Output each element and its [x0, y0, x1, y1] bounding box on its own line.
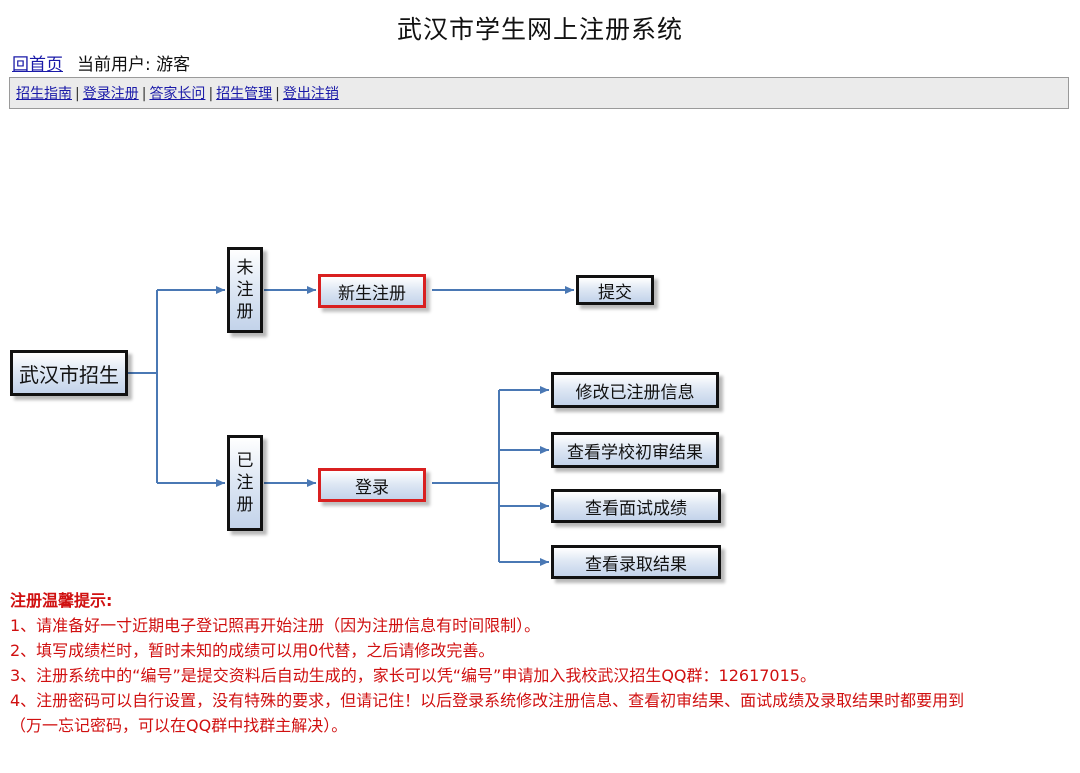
tip-line: （万一忘记密码，可以在QQ群中找群主解决）。: [10, 716, 348, 735]
nav-link-admission-guide[interactable]: 招生指南: [16, 86, 72, 102]
node-view-admission-result: 查看录取结果: [551, 545, 721, 579]
page-title: 武汉市学生网上注册系统: [396, 15, 683, 44]
tip-line: 2、填写成绩栏时，暂时未知的成绩可以用0代替，之后请修改完善。: [10, 641, 495, 660]
node-label: 新生注册: [338, 283, 406, 304]
node-new-register: 新生注册: [318, 274, 426, 308]
node-submit: 提交: [576, 275, 654, 305]
tip-line: 1、请准备好一寸近期电子登记照再开始注册（因为注册信息有时间限制）。: [10, 616, 541, 635]
node-label: 登录: [355, 477, 389, 498]
node-label: 提交: [598, 282, 632, 303]
node-label: 武汉市招生: [19, 362, 119, 387]
node-label: 查看学校初审结果: [567, 442, 703, 463]
home-link[interactable]: 回首页: [12, 55, 63, 75]
nav-link-parent-faq[interactable]: 答家长问: [149, 86, 206, 102]
node-label: 已注册: [236, 451, 254, 515]
tips-title: 注册温馨提示:: [10, 591, 113, 610]
node-registered: 已注册: [227, 435, 263, 531]
node-view-initial-review: 查看学校初审结果: [551, 432, 719, 468]
nav-link-logout[interactable]: 登出注销: [282, 86, 339, 102]
nav-separator: |: [75, 86, 80, 102]
node-unregistered: 未注册: [227, 247, 263, 333]
flow-connectors: [128, 286, 574, 566]
nav-link-login-register[interactable]: 登录注册: [82, 86, 139, 102]
tip-line: 3、注册系统中的“编号”是提交资料后自动生成的，家长可以凭“编号”申请加入我校武…: [10, 666, 816, 685]
node-wuhan-admission: 武汉市招生: [10, 350, 128, 396]
registration-tips: 注册温馨提示: 1、请准备好一寸近期电子登记照再开始注册（因为注册信息有时间限制…: [10, 588, 1075, 738]
nav-separator: |: [275, 86, 280, 102]
nav-link-admission-admin[interactable]: 招生管理: [216, 86, 273, 102]
current-user-label: 当前用户: 游客: [77, 55, 191, 75]
nav-bar: 招生指南|登录注册|答家长问|招生管理|登出注销: [9, 77, 1069, 109]
node-label: 查看面试成绩: [585, 498, 687, 519]
nav-separator: |: [141, 86, 147, 102]
user-bar: 回首页当前用户: 游客: [12, 50, 190, 75]
node-edit-registration: 修改已注册信息: [551, 372, 719, 408]
node-label: 查看录取结果: [585, 554, 687, 575]
node-label: 未注册: [236, 258, 254, 322]
node-login: 登录: [318, 468, 426, 502]
nav-separator: |: [208, 86, 214, 102]
registration-flow-diagram: 武汉市招生 未注册 已注册 新生注册 登录 提交 修改已注册信息 查看学校初审结…: [0, 230, 760, 590]
tip-line: 4、注册密码可以自行设置，没有特殊的要求，但请记住！以后登录系统修改注册信息、查…: [10, 691, 965, 710]
node-label: 修改已注册信息: [575, 382, 695, 403]
node-view-interview-score: 查看面试成绩: [551, 489, 721, 523]
